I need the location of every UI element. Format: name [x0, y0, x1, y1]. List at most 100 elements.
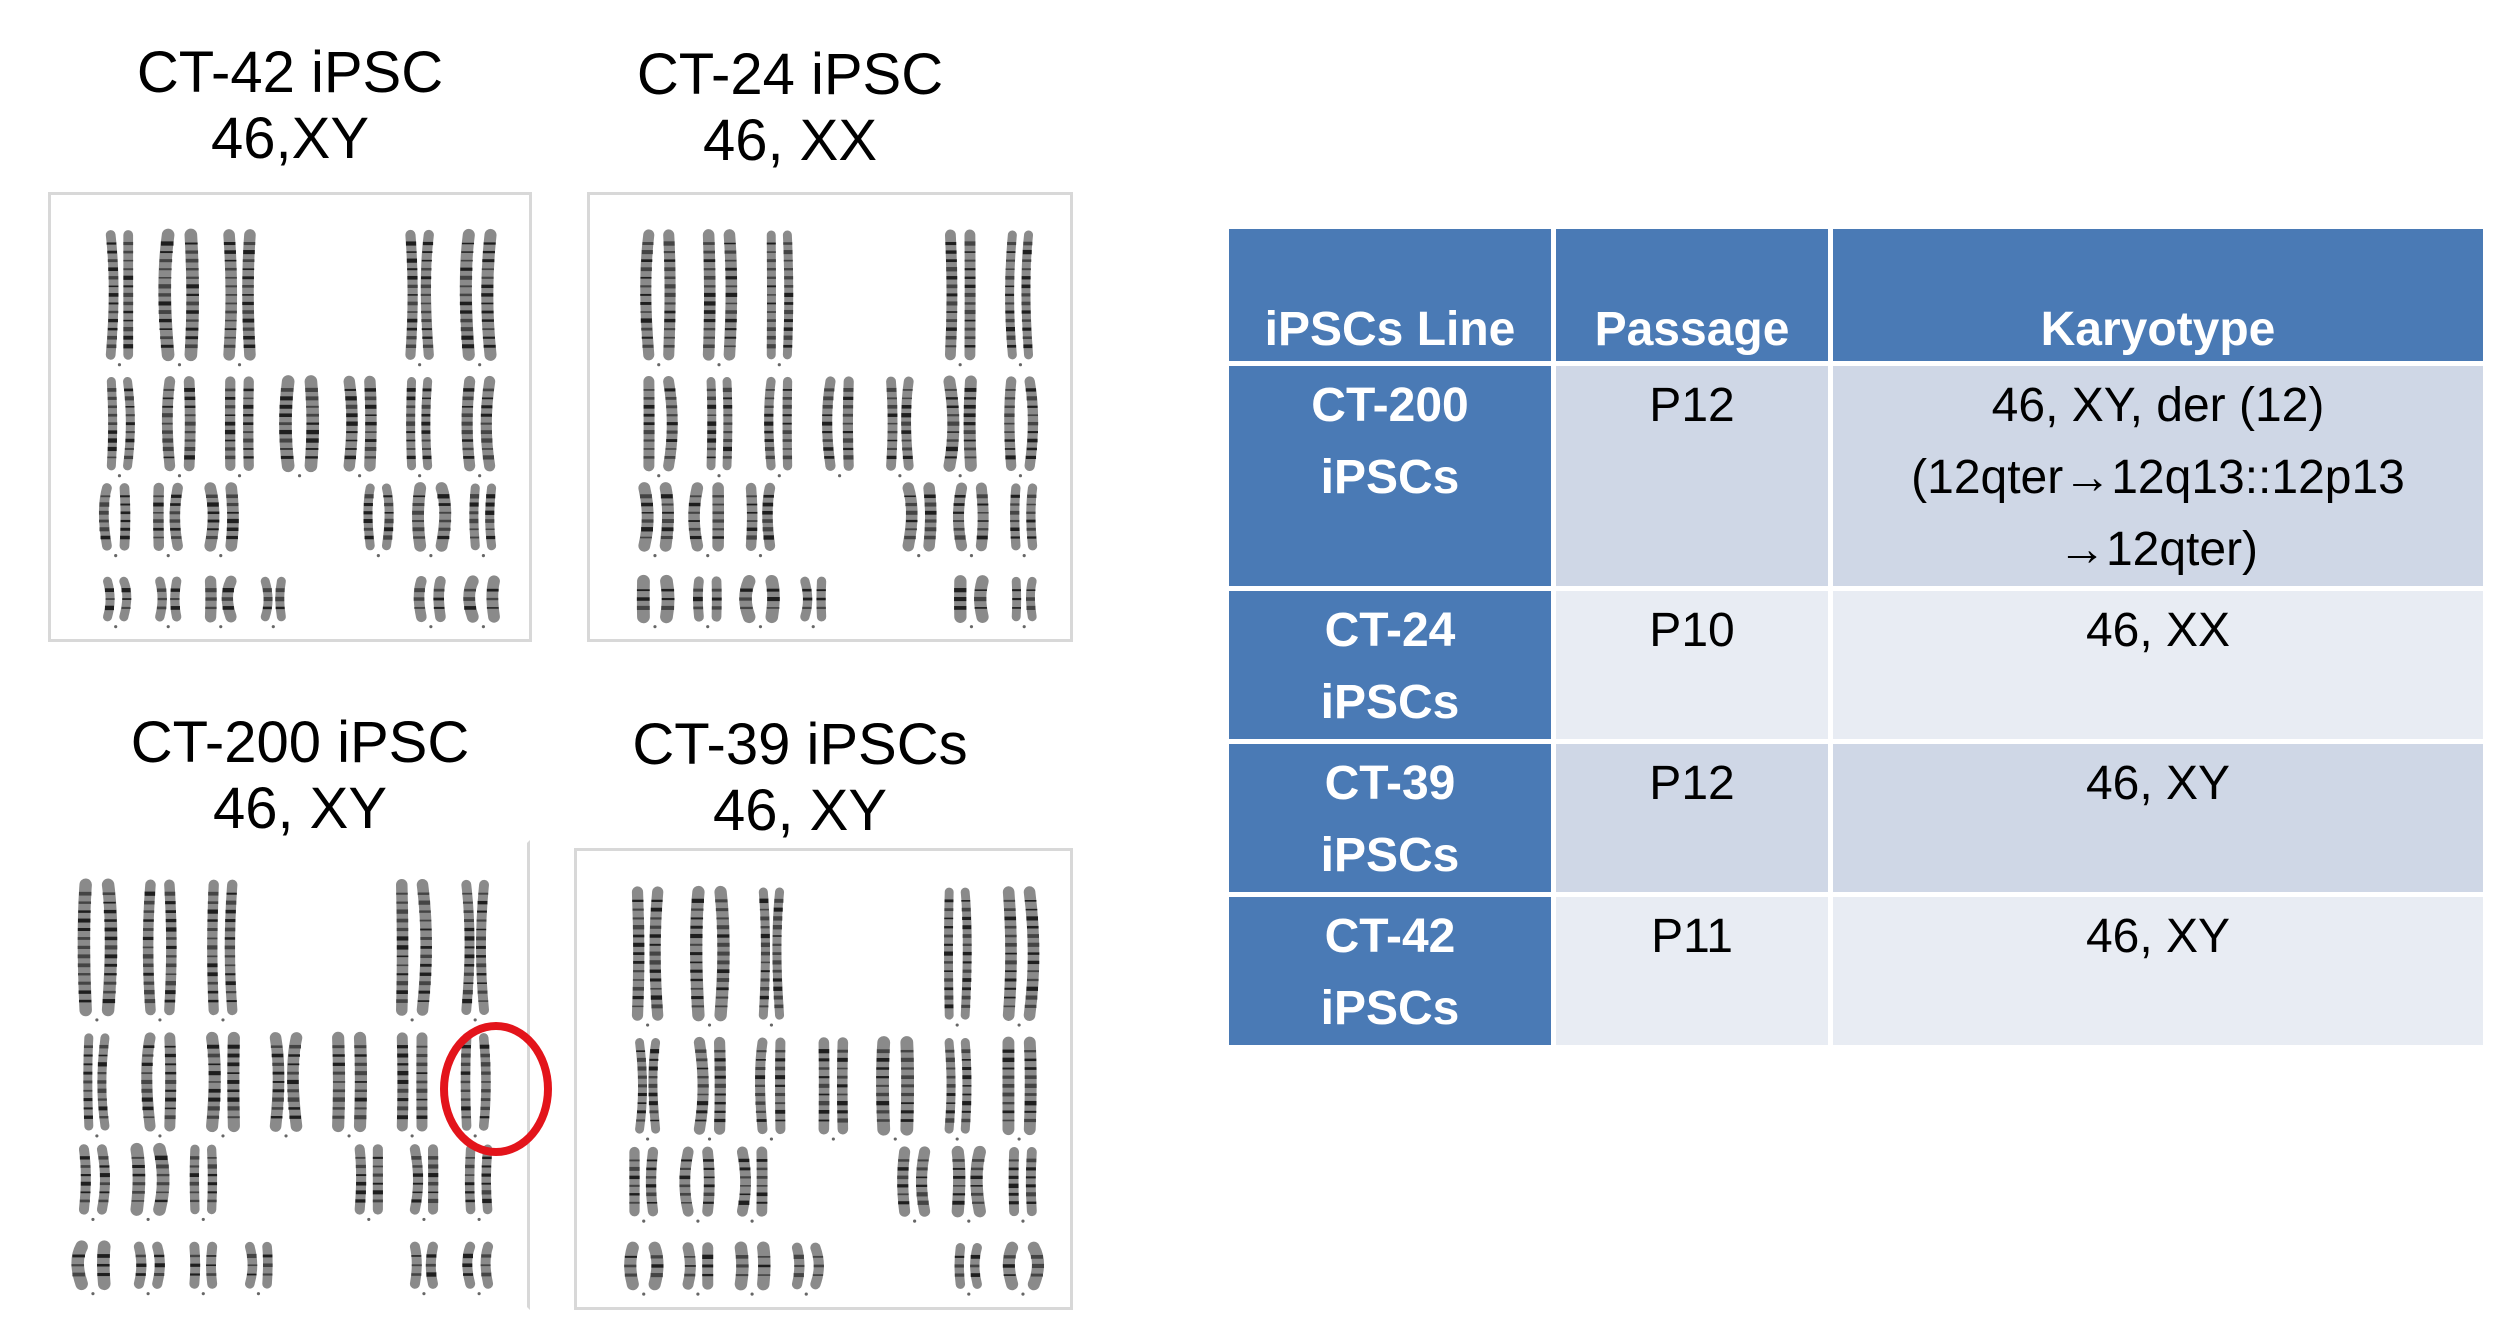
chromosome-pair	[189, 1241, 218, 1296]
chromosome-pair	[78, 1144, 110, 1222]
chromosome-pair	[204, 482, 239, 558]
chromosome-pair	[682, 1242, 714, 1296]
karyogram-image-ct24	[587, 192, 1073, 642]
chromosome-pair	[406, 377, 433, 478]
chromosome-pair	[130, 1142, 170, 1222]
karyogram-image-ct42	[48, 192, 532, 642]
line-type: iPSCs	[1320, 451, 1460, 504]
table-header-row: iPSCs Line Passage Karyotype	[1229, 229, 2483, 361]
line-type: iPSCs	[1320, 829, 1460, 882]
karyogram-title-ct42: CT-42 iPSC 46,XY	[70, 40, 510, 172]
chromosome-pair	[98, 483, 131, 558]
chromosome-pair	[133, 1241, 165, 1296]
chromosome-pair	[755, 1037, 786, 1141]
chromosome-pair	[224, 376, 254, 478]
karyogram-line-label: CT-200 iPSC	[130, 710, 470, 775]
chromosome-pair	[103, 576, 132, 629]
chromosome-pair	[245, 1241, 273, 1296]
chromosome-pair	[260, 576, 286, 629]
row-karyotype-cell: 46, XX	[1833, 591, 2483, 739]
chromosome-pair	[363, 483, 394, 558]
chromosome-pair	[1002, 886, 1040, 1027]
chromosome-pair	[106, 376, 135, 478]
chromosome-pair	[459, 228, 497, 367]
chromosome-spread	[98, 228, 500, 629]
row-line-cell: CT-42 iPSCs	[1229, 897, 1551, 1045]
karyotype-table: iPSCs Line Passage Karyotype CT-200 iPSC…	[1224, 224, 2488, 1050]
chromosome-pair	[77, 878, 118, 1022]
chromosome-pair	[223, 229, 256, 367]
chromosome-pair	[638, 482, 674, 558]
chromosome-pair	[766, 230, 794, 367]
chromosome-pair	[1005, 230, 1034, 367]
karyotype-line: 46, XY	[2085, 757, 2231, 810]
chromosome-pair	[1010, 483, 1038, 558]
chromosome-pair	[764, 376, 793, 478]
chromosome-pair	[83, 1033, 110, 1138]
chromosome-pair	[354, 1144, 383, 1222]
chromosome-pair	[405, 229, 434, 367]
chromosome-pair	[204, 575, 237, 629]
chromosome-pair	[141, 1032, 177, 1138]
chromosome-pair	[1011, 576, 1037, 629]
chromosome-pair	[1008, 1147, 1037, 1223]
chromosome-pair	[461, 879, 489, 1022]
chromosome-pair	[624, 1241, 664, 1296]
chromosome-pair	[631, 886, 664, 1027]
chromosome-pair	[952, 482, 989, 558]
row-karyotype-cell: 46, XY	[1833, 897, 2483, 1045]
karyogram-title-ct200: CT-200 iPSC 46, XY	[70, 710, 530, 842]
table-row: CT-42 iPSCs P11 46, XY	[1229, 897, 2483, 1045]
karyotype-line: 46, XY, der (12)	[1991, 379, 2325, 432]
karyotype-line: 46, XY	[2085, 910, 2231, 963]
chromosome-pair	[155, 576, 182, 629]
chromosome-pair	[944, 887, 972, 1027]
chromosome-pair	[944, 229, 976, 367]
karyotype-line: 46, XX	[2085, 604, 2231, 657]
chromosome-pair	[206, 1031, 240, 1138]
chromosome-spread	[624, 885, 1045, 1296]
line-name: CT-42	[1324, 910, 1456, 963]
karyogram-line-label: CT-42 iPSC	[136, 40, 444, 105]
row-karyotype-cell: 46, XY	[1833, 744, 2483, 892]
chromosome-pair	[396, 879, 432, 1022]
chromosome-pair	[897, 1146, 931, 1223]
chromosome-pair	[464, 1144, 493, 1222]
row-passage-cell: P11	[1556, 897, 1828, 1045]
chromosome-pair	[679, 1146, 715, 1223]
chromosome-pair	[636, 574, 675, 629]
chromosome-pair	[643, 375, 678, 478]
row-passage-cell: P12	[1556, 744, 1828, 892]
header-karyotype: Karyotype	[1833, 229, 2483, 361]
highlight-circle-der12	[440, 1022, 552, 1156]
chromosome-pair	[640, 229, 676, 367]
chromosome-pair	[702, 229, 738, 367]
table-row: CT-200 iPSCs P12 46, XY, der (12) (12qte…	[1229, 366, 2483, 586]
chromosome-pair	[822, 376, 854, 478]
chromosome-pair	[409, 1144, 439, 1222]
karyogram-karyotype-label: 46, XY	[712, 778, 888, 843]
chromosome-pair	[1002, 1036, 1037, 1141]
chromosome-pair	[409, 1241, 438, 1296]
row-line-cell: CT-200 iPSCs	[1229, 366, 1551, 586]
chromosome-pair	[693, 1036, 726, 1141]
row-passage-cell: P10	[1556, 591, 1828, 739]
chromosome-pair	[153, 482, 183, 558]
chromosome-pair	[332, 1031, 368, 1138]
karyogram-title-ct24: CT-24 iPSC 46, XX	[570, 42, 1010, 174]
chromosome-pair	[688, 482, 725, 558]
chromosome-pair	[142, 879, 177, 1022]
chromosome-pair	[818, 1037, 849, 1141]
karyogram-karyotype-label: 46, XY	[212, 776, 388, 841]
line-type: iPSCs	[1320, 982, 1460, 1035]
chromosome-pair	[944, 1038, 972, 1141]
chromosome-pair	[158, 228, 199, 367]
chromosome-pair	[161, 376, 196, 478]
chromosome-pair	[412, 482, 452, 558]
karyotype-line: (12qter→12q13::12p13	[1911, 451, 2405, 504]
chromosome-pair	[396, 1032, 428, 1138]
chromosome-pair	[886, 376, 914, 478]
karyogram-karyotype-label: 46, XX	[702, 108, 878, 173]
chromosome-pair	[690, 885, 730, 1027]
chromosome-pair	[71, 1240, 111, 1296]
